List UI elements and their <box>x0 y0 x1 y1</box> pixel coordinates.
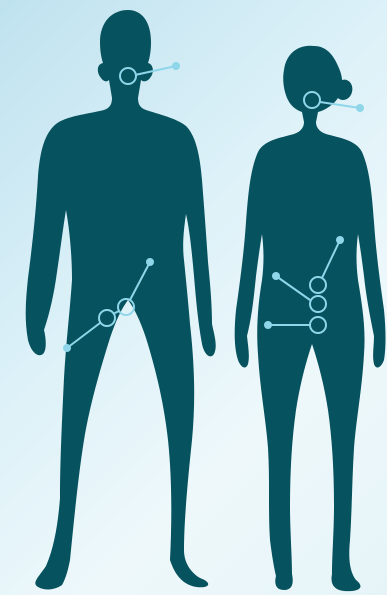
male-silhouette <box>26 10 216 589</box>
female-silhouette <box>235 46 386 591</box>
male-figure <box>26 10 216 589</box>
female-figure <box>235 46 386 591</box>
